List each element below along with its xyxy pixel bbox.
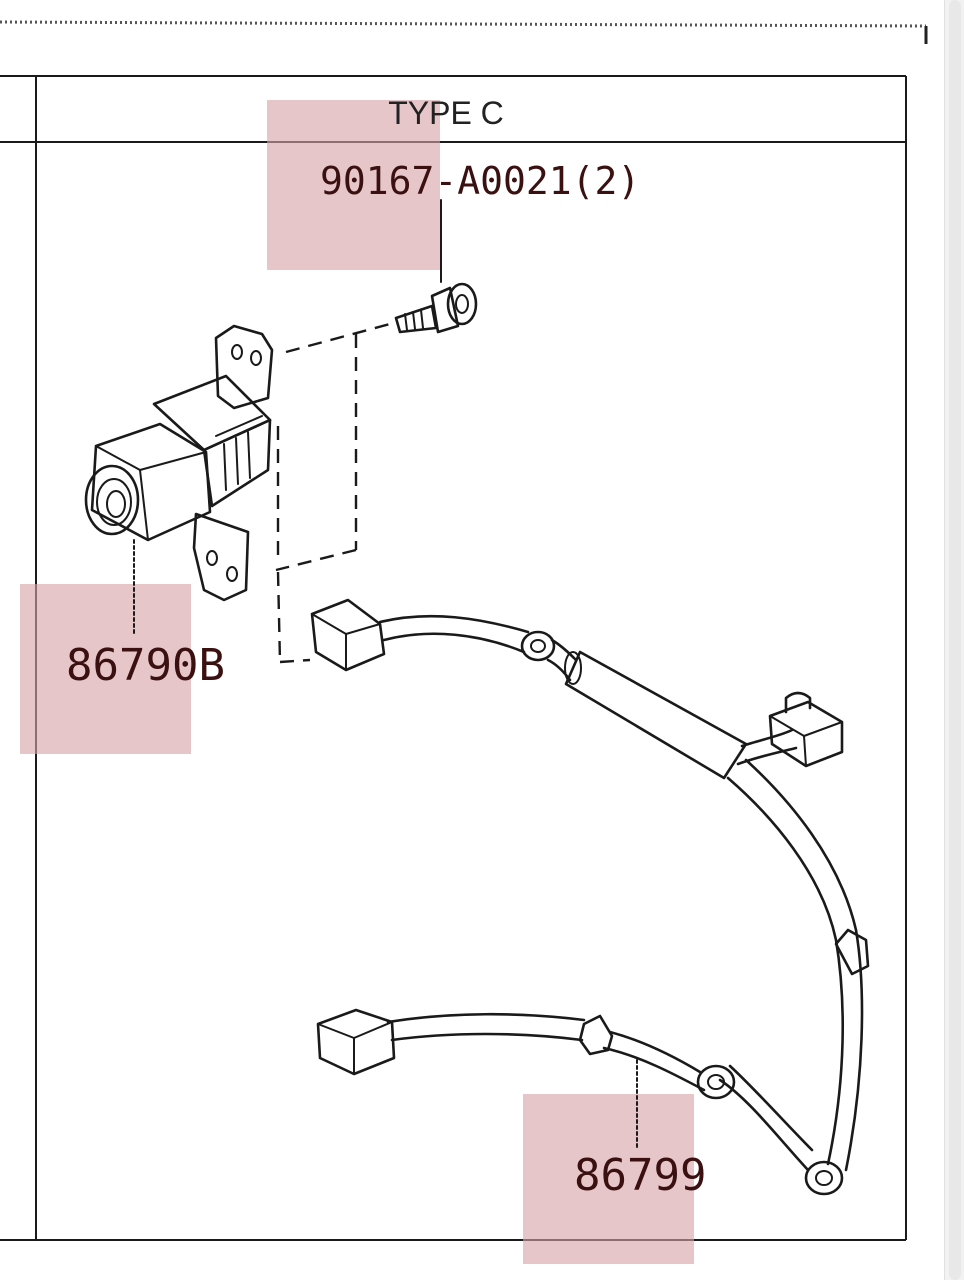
type-label: TYPE C (388, 95, 504, 131)
assembly-dashed-lines (275, 322, 391, 664)
highlight-harness-label (523, 1094, 694, 1264)
part-number-bolt[interactable]: 90167-A0021(2) (320, 159, 640, 203)
part-number-camera[interactable]: 86790B (66, 640, 225, 691)
highlight-bolt-label (267, 100, 440, 270)
table-frame (0, 75, 907, 1241)
top-dotted-border (0, 20, 927, 28)
scrollbar-thumb[interactable] (949, 0, 961, 1280)
part-number-harness[interactable]: 86799 (574, 1150, 706, 1201)
wire-harness-icon (310, 598, 870, 1196)
highlight-camera-label (20, 584, 191, 754)
camera-icon (84, 324, 274, 602)
vertical-scrollbar[interactable] (944, 0, 964, 1280)
bolt-icon (394, 282, 478, 334)
